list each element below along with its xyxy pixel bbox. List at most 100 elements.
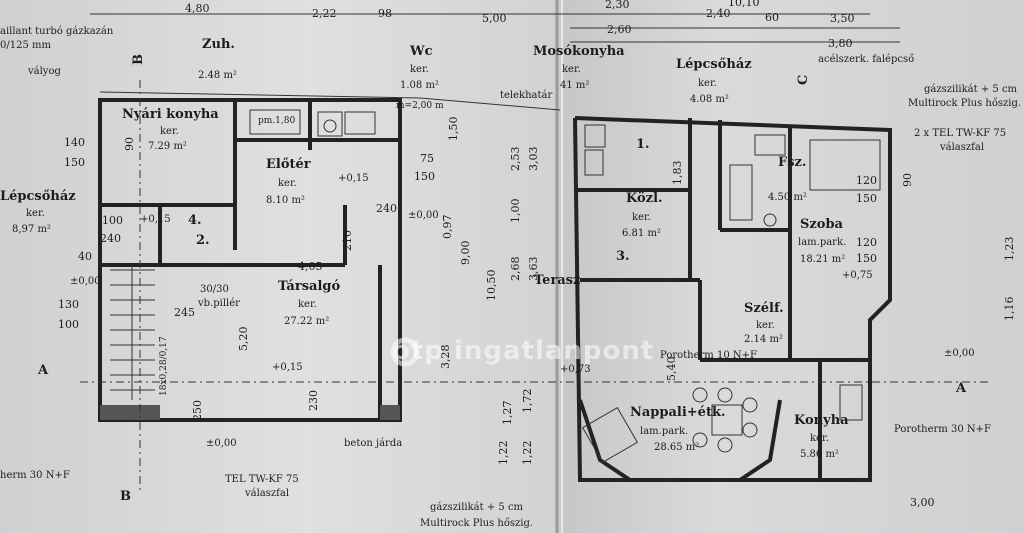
note-tel-bottom-1: TEL TW-KF 75 bbox=[225, 474, 299, 485]
svg-text:120: 120 bbox=[856, 236, 877, 249]
svg-text:7.29 m²: 7.29 m² bbox=[148, 141, 187, 152]
top-dim: 3,80 bbox=[828, 37, 853, 50]
svg-text:1,16: 1,16 bbox=[1003, 297, 1016, 322]
room-label: Nappali+étk. lam.park. 28.65 m² bbox=[630, 405, 726, 453]
top-dim: 10,10 bbox=[728, 0, 760, 9]
svg-text:ker.: ker. bbox=[562, 64, 581, 75]
room-label: Szoba lam.park. 18.21 m² bbox=[798, 217, 846, 265]
svg-text:3.: 3. bbox=[616, 249, 630, 264]
svg-text:5,40: 5,40 bbox=[665, 357, 678, 382]
top-dimension-line bbox=[90, 13, 900, 43]
section-marker: B bbox=[120, 489, 131, 504]
svg-text:41 m²: 41 m² bbox=[560, 80, 589, 91]
svg-text:Terasz: Terasz bbox=[534, 273, 580, 288]
svg-text:40: 40 bbox=[78, 250, 92, 263]
section-marker: A bbox=[37, 363, 49, 378]
section-marker: B bbox=[131, 54, 146, 65]
top-dim: 98 bbox=[378, 7, 392, 20]
svg-text:3,03: 3,03 bbox=[527, 147, 540, 172]
svg-text:28.65 m²: 28.65 m² bbox=[654, 442, 699, 453]
svg-text:Nappali+étk.: Nappali+étk. bbox=[630, 405, 726, 420]
svg-text:2.14 m²: 2.14 m² bbox=[744, 334, 783, 345]
note-tel-top-2: válaszfal bbox=[939, 142, 984, 153]
svg-text:ker.: ker. bbox=[632, 212, 651, 223]
left-building-walls bbox=[98, 98, 402, 422]
svg-text:1,50: 1,50 bbox=[447, 117, 460, 142]
svg-text:4.08 m²: 4.08 m² bbox=[690, 94, 729, 105]
room-label: Közl. ker. 6.81 m² bbox=[622, 191, 663, 239]
svg-text:Lépcsőház: Lépcsőház bbox=[676, 57, 752, 72]
svg-text:140: 140 bbox=[64, 136, 85, 149]
level-mark: +0,73 bbox=[560, 364, 591, 375]
svg-text:8.10 m²: 8.10 m² bbox=[266, 195, 305, 206]
svg-text:8,97 m²: 8,97 m² bbox=[12, 224, 51, 235]
svg-text:ker.: ker. bbox=[26, 208, 45, 219]
room-label: Társalgó ker. 27.22 m² bbox=[278, 279, 340, 327]
watermark-logo-icon bbox=[390, 337, 420, 367]
note-steel-stair: acélszerk. falépcső bbox=[818, 54, 914, 65]
note-tel-top-1: 2 x TEL TW-KF 75 bbox=[914, 128, 1006, 139]
svg-text:150: 150 bbox=[64, 156, 85, 169]
room-label: Terasz bbox=[534, 273, 580, 288]
note-insulation-top-2: Multirock Plus hőszig. bbox=[908, 98, 1021, 109]
level-mark: +0,75 bbox=[842, 270, 873, 281]
room-label: Előtér ker. 8.10 m² bbox=[266, 157, 311, 206]
svg-text:230: 230 bbox=[307, 390, 320, 411]
room-label: Nyári konyha ker. 7.29 m² bbox=[122, 107, 219, 152]
room-label: Wc ker. 1.08 m² bbox=[400, 44, 439, 91]
svg-text:5,20: 5,20 bbox=[237, 327, 250, 352]
svg-text:0,97: 0,97 bbox=[441, 215, 454, 240]
room-label: Zuh. 2.48 m² bbox=[198, 37, 237, 81]
room-label: Mosókonyha ker. 41 m² bbox=[533, 44, 625, 91]
level-mark: ±0,00 bbox=[408, 210, 439, 221]
svg-text:5.86 m²: 5.86 m² bbox=[800, 449, 839, 460]
level-mark: +0,15 bbox=[338, 173, 369, 184]
level-mark: ±0,00 bbox=[944, 348, 975, 359]
svg-text:ker.: ker. bbox=[160, 126, 179, 137]
property-line bbox=[99, 91, 561, 111]
top-dim: 5,00 bbox=[482, 12, 507, 25]
svg-text:2.: 2. bbox=[196, 233, 210, 248]
note-boiler: aillant turbó gázkazán bbox=[0, 26, 114, 37]
svg-text:ker.: ker. bbox=[278, 178, 297, 189]
svg-text:Wc: Wc bbox=[409, 44, 433, 59]
svg-text:1,22: 1,22 bbox=[521, 441, 534, 466]
svg-text:130: 130 bbox=[58, 298, 79, 311]
note-beton: beton járda bbox=[344, 438, 402, 449]
svg-text:4.50 m²: 4.50 m² bbox=[768, 192, 807, 203]
svg-text:4.: 4. bbox=[188, 213, 202, 228]
room-label: Lépcsőház ker. 4.08 m² bbox=[676, 57, 752, 105]
level-mark: ±0,00 bbox=[70, 276, 101, 287]
svg-text:18x0,28/0,17: 18x0,28/0,17 bbox=[159, 336, 169, 396]
dimension-labels: 140 150 130 100 100 240 40 90 75 150 240… bbox=[58, 101, 1016, 509]
room-label: Fsz. 4.50 m² bbox=[768, 155, 807, 203]
note-insulation-bottom-1: gázszilikát + 5 cm bbox=[430, 502, 524, 513]
svg-text:150: 150 bbox=[856, 252, 877, 265]
top-dim: 2,60 bbox=[607, 23, 632, 36]
svg-text:75: 75 bbox=[420, 152, 434, 165]
svg-text:1.08 m²: 1.08 m² bbox=[400, 80, 439, 91]
top-dim: 2,22 bbox=[312, 7, 337, 20]
svg-text:1,27: 1,27 bbox=[501, 401, 514, 426]
top-dim: 2,40 bbox=[706, 7, 731, 20]
note-insulation-top-1: gázszilikát + 5 cm bbox=[924, 84, 1018, 95]
svg-text:1,23: 1,23 bbox=[1003, 237, 1016, 262]
svg-text:m=2,00 m: m=2,00 m bbox=[396, 101, 444, 111]
svg-text:90: 90 bbox=[123, 137, 136, 151]
svg-text:Előtér: Előtér bbox=[266, 157, 311, 172]
svg-text:ker.: ker. bbox=[298, 299, 317, 310]
right-building-walls bbox=[573, 116, 892, 482]
svg-text:4,05: 4,05 bbox=[298, 260, 323, 273]
svg-text:9,00: 9,00 bbox=[459, 241, 472, 266]
section-marker: A bbox=[955, 381, 967, 396]
svg-text:250: 250 bbox=[191, 400, 204, 421]
note-telekhatar: telekhatár bbox=[500, 90, 552, 101]
svg-text:120: 120 bbox=[856, 174, 877, 187]
svg-text:Mosókonyha: Mosókonyha bbox=[533, 44, 625, 59]
svg-text:90: 90 bbox=[901, 173, 914, 187]
room-label: Szélf. ker. 2.14 m² bbox=[744, 301, 784, 345]
svg-text:ker.: ker. bbox=[698, 78, 717, 89]
svg-text:150: 150 bbox=[856, 192, 877, 205]
svg-text:2,68: 2,68 bbox=[509, 257, 522, 282]
svg-text:Lépcsőház: Lépcsőház bbox=[0, 189, 76, 204]
